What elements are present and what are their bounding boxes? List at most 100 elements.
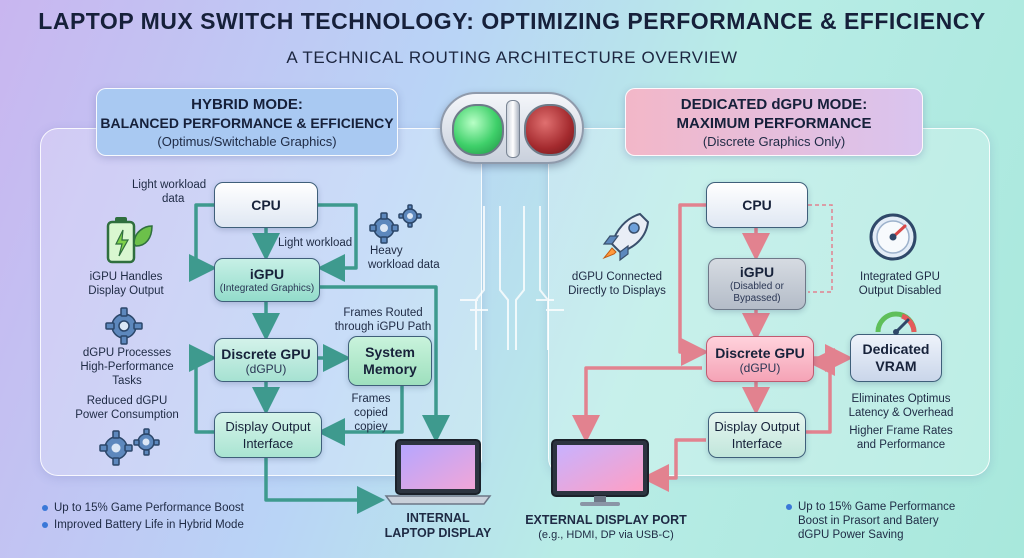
internal-display-line-1: INTERNAL xyxy=(406,511,470,525)
battery-leaf-icon xyxy=(106,217,153,264)
label-eliminates-line-1: Eliminates Optimus xyxy=(851,393,951,405)
label-dgpu-connected: dGPU Connected Directly to Displays xyxy=(556,270,678,298)
label-heavy-line-2: workload data xyxy=(368,259,440,271)
arrow-memory-to-display xyxy=(317,386,404,446)
internal-display-label: INTERNAL LAPTOP DISPLAY xyxy=(360,511,516,541)
label-integrated-off: Integrated GPU Output Disabled xyxy=(846,270,954,298)
hybrid-bullet-1: Up to 15% Game Performance Boost xyxy=(42,501,244,515)
dedicated-header-line-1: DEDICATED dGPU MODE: xyxy=(680,96,868,113)
arrow-cpu-bypass xyxy=(678,203,709,366)
label-dgpu-processes-line-2: High-Performance xyxy=(80,361,174,373)
hybrid-display-out-line-1: Display Output xyxy=(225,419,311,434)
system-memory-line-2: Memory xyxy=(363,361,417,377)
page-subtitle: A TECHNICAL ROUTING ARCHITECTURE OVERVIE… xyxy=(286,48,738,67)
hybrid-igpu-label: iGPU xyxy=(249,265,285,282)
label-light-data-line-1: Light workload xyxy=(132,179,207,191)
laptop-icon xyxy=(551,439,649,506)
dedicated-display-output-box: Display Output Interface xyxy=(708,412,806,458)
arrow-display-right-loop xyxy=(806,348,835,434)
label-higher-line-2: and Performance xyxy=(856,439,946,451)
label-reduced-power: Reduced dGPU Power Consumption xyxy=(72,394,182,422)
label-higher-line-1: Higher Frame Rates xyxy=(849,425,953,437)
gears-icon xyxy=(99,428,160,466)
hybrid-bullet-2: Improved Battery Life in Hybrid Mode xyxy=(42,518,244,532)
label-dgpu-processes-line-1: dGPU Processes xyxy=(82,347,172,359)
system-memory-box: System Memory xyxy=(348,336,432,386)
dedicated-bullet-line-1: Up to 15% Game Performance xyxy=(798,501,956,513)
hybrid-cpu-label: CPU xyxy=(251,196,281,213)
hybrid-cpu-box: CPU xyxy=(214,182,318,228)
arrow-display-loop xyxy=(189,344,217,434)
arrow-cpu-right-loop xyxy=(317,203,358,282)
label-eliminates-line-2: Latency & Overhead xyxy=(848,407,954,419)
hybrid-igpu-sub: (Integrated Graphics) xyxy=(219,282,315,294)
dedicated-bullet: Up to 15% Game Performance Boost in Pras… xyxy=(786,500,955,542)
arrow-igpu-to-internal xyxy=(320,285,450,443)
dedicated-igpu-box: iGPU (Disabled or Bypassed) xyxy=(708,258,806,310)
dedicated-display-out-line-1: Display Output xyxy=(714,419,800,434)
rocket-icon xyxy=(602,212,650,262)
dedicated-dgpu-label: Discrete GPU xyxy=(715,344,805,361)
label-integrated-off-line-2: Output Disabled xyxy=(858,285,942,297)
bullet-dot xyxy=(42,521,48,528)
label-frames-copied: Frames copied copiey xyxy=(346,392,396,434)
mux-toggle-switch[interactable] xyxy=(440,92,584,164)
label-heavy-workload: Heavy workload data xyxy=(368,244,440,272)
label-connected-line-1: dGPU Connected xyxy=(571,271,663,283)
green-led-icon xyxy=(452,104,504,156)
hybrid-header-line-1: HYBRID MODE: xyxy=(191,96,303,113)
hybrid-igpu-box: iGPU (Integrated Graphics) xyxy=(214,258,320,302)
label-higher-frame-rates: Higher Frame Rates and Performance xyxy=(840,424,962,452)
arrow-cpu-left-light xyxy=(189,203,217,282)
arrow-display-to-internal xyxy=(264,458,385,514)
label-frames-routed-line-2: through iGPU Path xyxy=(334,321,432,333)
system-memory-line-1: System xyxy=(365,344,415,360)
label-igpu-handles-line-2: Display Output xyxy=(88,285,164,297)
label-integrated-off-line-1: Integrated GPU xyxy=(860,271,940,283)
label-frames-routed-line-1: Frames Routed xyxy=(343,307,423,319)
label-igpu-handles: iGPU Handles Display Output xyxy=(78,270,174,298)
label-light-workload-data: Light workload data xyxy=(132,178,206,206)
label-reduced-line-2: Power Consumption xyxy=(75,409,179,421)
label-eliminates: Eliminates Optimus Latency & Overhead xyxy=(840,392,962,420)
label-heavy-line-1: Heavy xyxy=(370,245,403,257)
arrow-display-to-external xyxy=(641,438,706,492)
dedicated-cpu-label: CPU xyxy=(742,196,772,213)
circuit-decoration xyxy=(460,206,564,350)
external-display-line-2: (e.g., HDMI, DP via USB-C) xyxy=(538,529,674,541)
dedicated-bullet-line-2: Boost in Prasort and Batery xyxy=(798,515,939,527)
page-title: LAPTOP MUX SWITCH TECHNOLOGY: OPTIMIZING… xyxy=(38,8,986,34)
gauge-icon xyxy=(869,213,917,261)
dedicated-mode-header: DEDICATED dGPU MODE: MAXIMUM PERFORMANCE… xyxy=(625,88,923,156)
red-led-icon xyxy=(524,104,576,156)
dedicated-igpu-sub-2: Bypassed) xyxy=(733,292,781,304)
bullet-dot xyxy=(786,503,792,510)
gears-icon xyxy=(369,204,422,244)
dedicated-vram-box: Dedicated VRAM xyxy=(850,334,942,382)
dedicated-bullet-line-3: dGPU Power Saving xyxy=(798,529,904,541)
external-display-label: EXTERNAL DISPLAY PORT (e.g., HDMI, DP vi… xyxy=(508,513,704,542)
hybrid-bullet-1-text: Up to 15% Game Performance Boost xyxy=(54,502,244,514)
hybrid-header-line-2: BALANCED PERFORMANCE & EFFICIENCY xyxy=(100,115,394,131)
label-frames-routed: Frames Routed through iGPU Path xyxy=(328,306,438,334)
label-dgpu-processes-line-3: Tasks xyxy=(112,375,142,387)
bullet-dot xyxy=(42,504,48,511)
laptop-icon xyxy=(384,439,492,505)
label-reduced-line-1: Reduced dGPU xyxy=(86,395,168,407)
hybrid-display-out-line-2: Interface xyxy=(242,436,294,451)
hybrid-dgpu-box: Discrete GPU (dGPU) xyxy=(214,338,318,382)
external-display-line-1: EXTERNAL DISPLAY PORT xyxy=(525,513,687,527)
label-light-data-line-2: data xyxy=(162,193,185,205)
label-frames-copied-line-3: copiey xyxy=(354,421,388,433)
dedicated-display-out-line-2: Interface xyxy=(731,436,783,451)
gear-icon xyxy=(105,307,143,345)
label-frames-copied-line-2: copied xyxy=(354,407,388,419)
dedicated-igpu-label: iGPU xyxy=(739,263,775,280)
hybrid-dgpu-sub: (dGPU) xyxy=(245,361,287,376)
internal-display-line-2: LAPTOP DISPLAY xyxy=(384,526,492,540)
label-igpu-handles-line-1: iGPU Handles xyxy=(89,271,163,283)
dedicated-igpu-sub-1: (Disabled or xyxy=(730,280,784,292)
hybrid-bullet-2-text: Improved Battery Life in Hybrid Mode xyxy=(54,519,244,531)
switch-lever xyxy=(506,100,520,158)
